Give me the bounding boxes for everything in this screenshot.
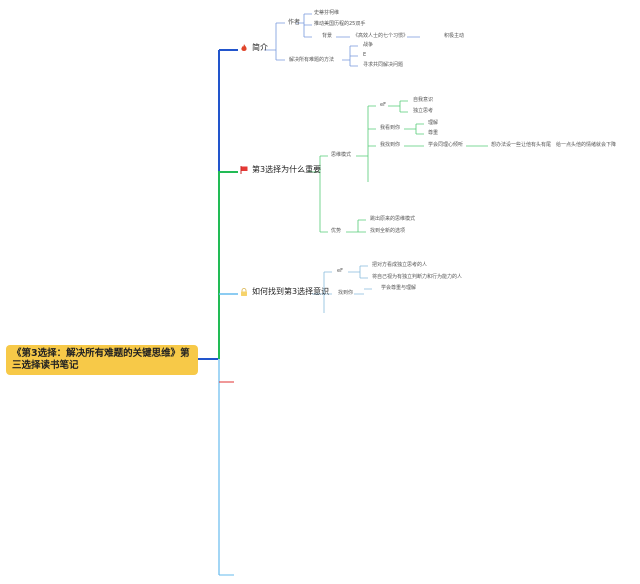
branch-why[interactable]: 第3选择为什么重要 bbox=[240, 166, 321, 174]
why-seek-result[interactable]: 想办法设一些让他有头有尾 bbox=[491, 142, 552, 148]
why-ef[interactable]: eF bbox=[380, 102, 386, 108]
branch-why-label: 第3选择为什么重要 bbox=[252, 165, 322, 174]
how-ef[interactable]: eF bbox=[337, 268, 343, 274]
fire-icon bbox=[240, 44, 248, 52]
branch-why-line bbox=[218, 171, 238, 359]
why-see-others[interactable]: 我看到你 bbox=[380, 125, 401, 131]
intro-method[interactable]: 解决所有难题的方法 bbox=[289, 57, 335, 63]
branch-how-label: 如何找到第3选择意识 bbox=[252, 287, 330, 296]
why-advantage-item[interactable]: 跳出原来的思维模式 bbox=[370, 216, 416, 222]
root-title[interactable]: 《第3选择：解决所有难题的关键思维》第三选择读书笔记 bbox=[6, 345, 198, 375]
why-advantage-item[interactable]: 找到全新的选项 bbox=[370, 228, 406, 234]
intro-author[interactable]: 作者 bbox=[288, 19, 301, 26]
how-seek[interactable]: 找到你 bbox=[338, 290, 354, 296]
why-see-item[interactable]: 理解 bbox=[428, 120, 439, 126]
intro-background[interactable]: 背景 bbox=[322, 33, 333, 39]
why-advantage[interactable]: 优势 bbox=[331, 228, 342, 234]
intro-method-item[interactable]: 寻求共同解决问题 bbox=[363, 62, 404, 68]
why-seek-result[interactable]: 给一点头他的情绪就会下降 bbox=[556, 142, 617, 148]
intro-method-item[interactable]: 战争 bbox=[363, 42, 374, 48]
how-ef-item[interactable]: 将自己视为有独立判断力和行为能力的人 bbox=[372, 274, 463, 280]
branch-intro-label: 简介 bbox=[252, 43, 268, 52]
intro-method-item[interactable]: E bbox=[363, 52, 367, 58]
how-ef-item[interactable]: 把对方看成独立思考的人 bbox=[372, 262, 428, 268]
why-seek-item[interactable]: 学会同理心倾听 bbox=[428, 142, 464, 148]
why-seek[interactable]: 我找到你 bbox=[380, 142, 401, 148]
why-ef-item[interactable]: 自我意识 bbox=[413, 97, 434, 103]
lock-icon bbox=[240, 288, 248, 296]
flag-icon bbox=[240, 166, 248, 174]
why-thinking[interactable]: 思维模式 bbox=[331, 152, 352, 158]
intro-background-book[interactable]: 《高效人士的七个习惯》 bbox=[353, 33, 409, 39]
branch-how[interactable]: 如何找到第3选择意识 bbox=[240, 288, 329, 296]
why-ef-item[interactable]: 独立思考 bbox=[413, 108, 434, 114]
why-see-item[interactable]: 尊重 bbox=[428, 130, 439, 136]
intro-background-habit[interactable]: 积极主动 bbox=[444, 33, 465, 39]
branch-intro[interactable]: 简介 bbox=[240, 44, 268, 52]
intro-author-item[interactable]: 推动美国历程的25双手 bbox=[314, 21, 366, 27]
intro-author-item[interactable]: 史蒂芬柯维 bbox=[314, 10, 340, 16]
how-seek-item[interactable]: 学会尊重与理解 bbox=[381, 285, 417, 291]
